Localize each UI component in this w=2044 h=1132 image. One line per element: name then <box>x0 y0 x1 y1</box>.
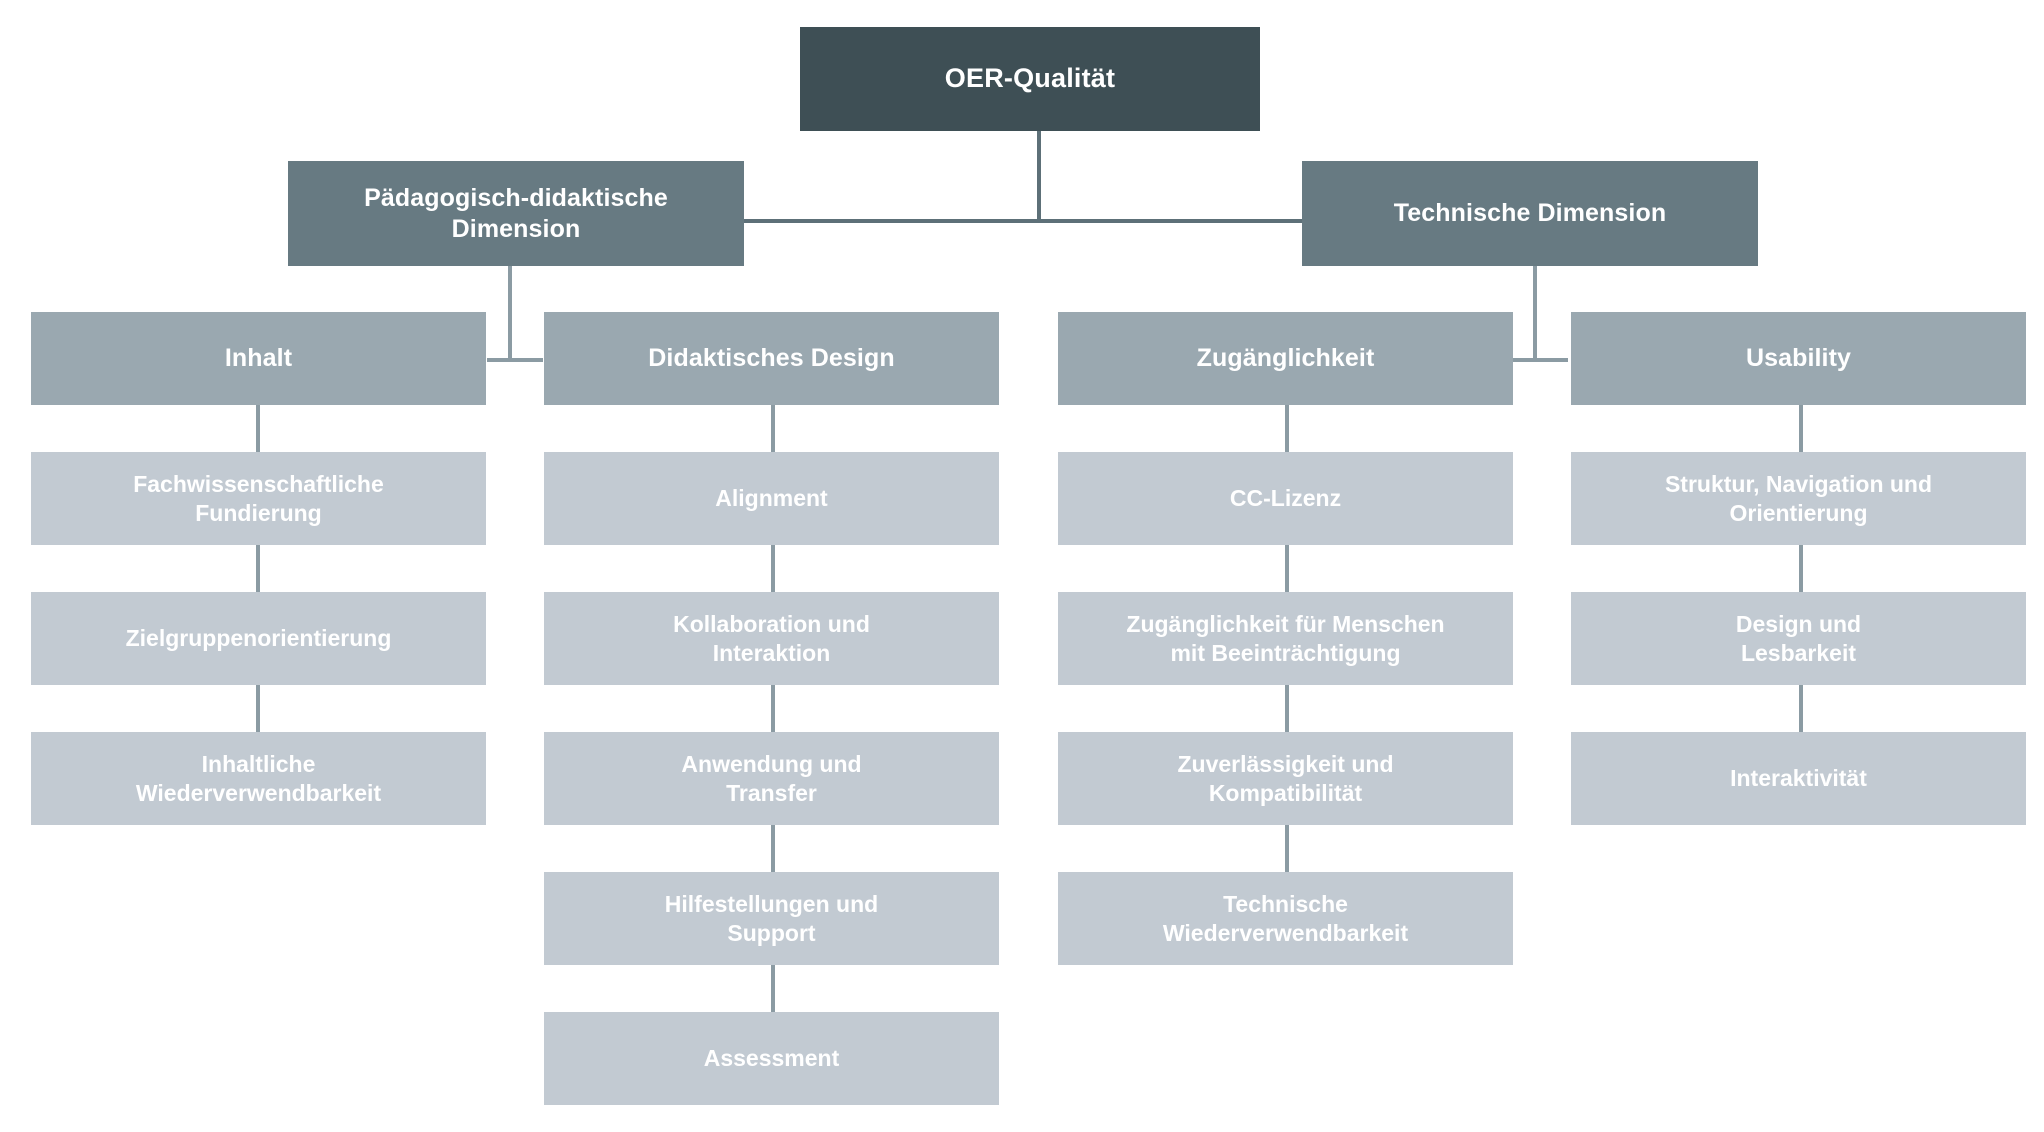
node-label: Design und Lesbarkeit <box>1735 610 1862 666</box>
node-leaf-fachwissenschaftliche-fundierung[interactable]: Fachwissenschaftliche Fundierung <box>31 452 486 545</box>
connector-inhalt-1 <box>256 405 260 453</box>
connector-technical-bridge <box>1512 358 1568 362</box>
node-label: Hilfestellungen und Support <box>664 890 879 946</box>
node-label: Alignment <box>715 485 828 512</box>
connector-didaktisches-design-1 <box>771 405 775 453</box>
node-leaf-kollaboration-und-interaktion[interactable]: Kollaboration und Interaktion <box>544 592 999 685</box>
node-label: Kollaboration und Interaktion <box>673 610 870 666</box>
connector-dimension-bus <box>742 219 1304 223</box>
connector-zugaenglichkeit-3 <box>1285 685 1289 733</box>
node-leaf-inhaltliche-wiederverwendbarkeit[interactable]: Inhaltliche Wiederverwendbarkeit <box>31 732 486 825</box>
connector-didaktisches-design-4 <box>771 825 775 873</box>
connector-usability-2 <box>1799 545 1803 593</box>
node-dimension-paedagogisch-didaktisch[interactable]: Pädagogisch-didaktische Dimension <box>288 161 744 266</box>
node-label: Inhalt <box>224 344 293 372</box>
connector-didaktisches-design-5 <box>771 965 775 1013</box>
node-label: OER-Qualität <box>944 63 1116 94</box>
connector-inhalt-3 <box>256 685 260 733</box>
node-leaf-alignment[interactable]: Alignment <box>544 452 999 545</box>
connector-didaktisches-design-2 <box>771 545 775 593</box>
node-leaf-technische-wiederverwendbarkeit[interactable]: Technische Wiederverwendbarkeit <box>1058 872 1513 965</box>
node-label: Struktur, Navigation und Orientierung <box>1664 470 1933 526</box>
node-root-oer-qualitaet[interactable]: OER-Qualität <box>800 27 1260 131</box>
node-label: Interaktivität <box>1730 765 1867 792</box>
connector-pedagogic-stem <box>508 266 512 362</box>
node-leaf-hilfestellungen-und-support[interactable]: Hilfestellungen und Support <box>544 872 999 965</box>
connector-root-stem <box>1037 131 1041 223</box>
node-category-usability[interactable]: Usability <box>1571 312 2026 405</box>
node-leaf-assessment[interactable]: Assessment <box>544 1012 999 1105</box>
connector-zugaenglichkeit-1 <box>1285 405 1289 453</box>
node-label: Fachwissenschaftliche Fundierung <box>133 470 384 526</box>
node-category-didaktisches-design[interactable]: Didaktisches Design <box>544 312 999 405</box>
node-label: CC-Lizenz <box>1229 485 1342 512</box>
node-dimension-technisch[interactable]: Technische Dimension <box>1302 161 1758 266</box>
connector-technical-stem <box>1533 266 1537 362</box>
connector-inhalt-2 <box>256 545 260 593</box>
node-leaf-interaktivitaet[interactable]: Interaktivität <box>1571 732 2026 825</box>
node-label: Zuverlässigkeit und Kompatibilität <box>1177 750 1394 806</box>
node-leaf-zielgruppenorientierung[interactable]: Zielgruppenorientierung <box>31 592 486 685</box>
node-label: Anwendung und Transfer <box>681 750 862 806</box>
connector-usability-3 <box>1799 685 1803 733</box>
node-label: Zugänglichkeit für Menschen mit Beeinträ… <box>1126 610 1445 666</box>
node-label: Didaktisches Design <box>648 344 895 372</box>
node-leaf-zugaenglichkeit-fuer-menschen-mit-beeintraechtigung[interactable]: Zugänglichkeit für Menschen mit Beeinträ… <box>1058 592 1513 685</box>
connector-zugaenglichkeit-4 <box>1285 825 1289 873</box>
node-label: Zielgruppenorientierung <box>125 625 392 652</box>
node-label: Zugänglichkeit <box>1196 344 1375 372</box>
connector-didaktisches-design-3 <box>771 685 775 733</box>
connector-usability-1 <box>1799 405 1803 453</box>
node-label: Usability <box>1745 344 1852 372</box>
node-label: Pädagogisch-didaktische Dimension <box>364 183 668 243</box>
node-leaf-struktur-navigation-und-orientierung[interactable]: Struktur, Navigation und Orientierung <box>1571 452 2026 545</box>
node-leaf-zuverlaessigkeit-und-kompatibilitaet[interactable]: Zuverlässigkeit und Kompatibilität <box>1058 732 1513 825</box>
connector-pedagogic-bridge <box>487 358 543 362</box>
node-label: Assessment <box>703 1045 840 1072</box>
connector-zugaenglichkeit-2 <box>1285 545 1289 593</box>
node-label: Inhaltliche Wiederverwendbarkeit <box>135 750 382 806</box>
node-label: Technische Wiederverwendbarkeit <box>1162 890 1409 946</box>
node-category-inhalt[interactable]: Inhalt <box>31 312 486 405</box>
node-leaf-cc-lizenz[interactable]: CC-Lizenz <box>1058 452 1513 545</box>
node-category-zugaenglichkeit[interactable]: Zugänglichkeit <box>1058 312 1513 405</box>
node-leaf-anwendung-und-transfer[interactable]: Anwendung und Transfer <box>544 732 999 825</box>
node-leaf-design-und-lesbarkeit[interactable]: Design und Lesbarkeit <box>1571 592 2026 685</box>
node-label: Technische Dimension <box>1393 199 1667 227</box>
